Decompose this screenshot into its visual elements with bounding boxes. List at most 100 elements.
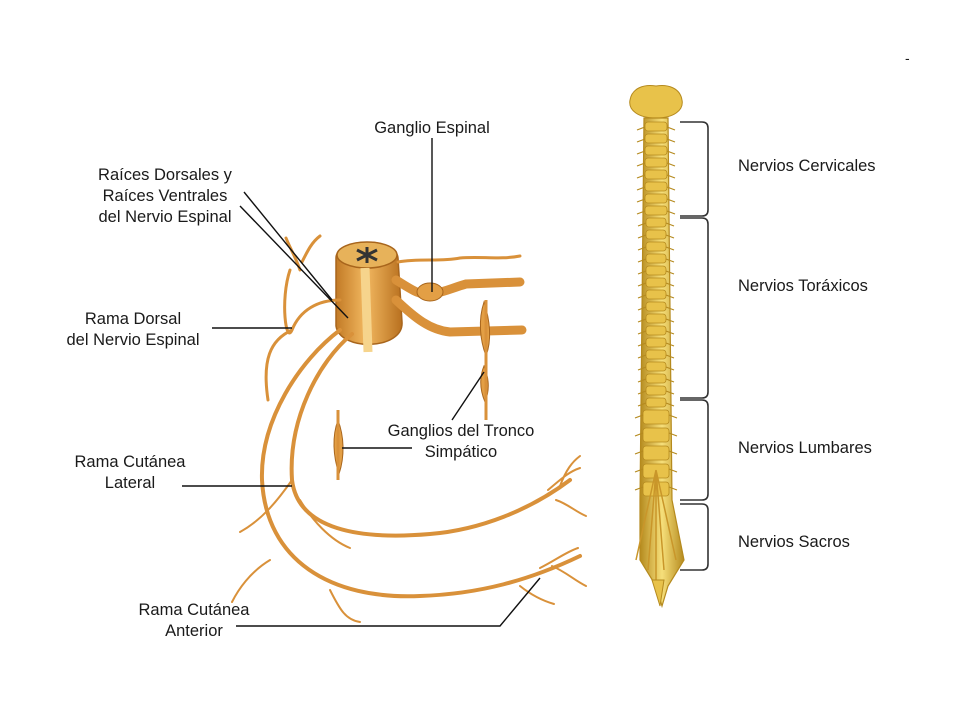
nerve-root-pair: [634, 486, 678, 491]
bracket-sacral: [680, 503, 709, 571]
corner-mark-text: -: [905, 50, 910, 66]
label-raices-line2: Raíces Ventrales: [102, 187, 228, 205]
ventral-ramus-inner: [289, 332, 572, 538]
bracket-lumbar: [680, 399, 709, 501]
leader-rama-cutanea-anterior: [236, 577, 541, 627]
nerve-root-pair: [637, 246, 675, 251]
vertebra: [645, 337, 667, 348]
nerve-root-pair: [637, 378, 675, 383]
nerve-root-pair: [636, 186, 676, 191]
vertebra: [644, 121, 668, 132]
vertebra: [644, 157, 668, 168]
vertebra: [645, 301, 667, 312]
nerve-root-pair: [637, 258, 675, 263]
skull-base: [629, 85, 683, 119]
label-nervios-lumbares: Nervios Lumbares: [738, 438, 872, 459]
label-rama-dorsal-line2: del Nervio Espinal: [66, 331, 200, 349]
vertebra: [642, 409, 670, 425]
spinal-ganglion: [416, 282, 444, 302]
nerve-root-pair: [637, 402, 675, 407]
vertebra: [645, 361, 667, 372]
vertebra: [644, 193, 668, 204]
label-ganglio-espinal-text: Ganglio Espinal: [374, 119, 490, 137]
label-rama-dorsal: Rama Dorsal del Nervio Espinal: [48, 309, 218, 351]
nerve-root-pair: [637, 294, 675, 299]
vertebra: [644, 145, 668, 156]
vertebra: [645, 289, 667, 300]
bracket-thoracic: [680, 217, 709, 399]
label-rama-cutanea-lateral-line2: Lateral: [104, 474, 156, 492]
vertebra: [645, 373, 667, 384]
nerve-root-pair: [637, 318, 675, 323]
label-rama-dorsal-line1: Rama Dorsal: [84, 310, 182, 328]
vertebra: [645, 313, 667, 324]
spinal-nerve-illustration: [231, 234, 587, 623]
nerve-root-pair: [636, 210, 676, 215]
nerve-root-pair: [637, 354, 675, 359]
vertebra: [645, 253, 667, 264]
corner-mark: -: [905, 48, 910, 69]
label-raices: Raíces Dorsales y Raíces Ventrales del N…: [72, 165, 258, 228]
label-nervios-sacros: Nervios Sacros: [738, 532, 850, 553]
nerve-root-pair: [634, 450, 678, 455]
bracket-cervical: [680, 121, 709, 217]
coccyx: [651, 579, 665, 607]
lateral-cutaneous-branch: [231, 479, 361, 623]
nerve-root-pair: [634, 468, 678, 473]
leader-raices-2: [239, 205, 349, 319]
nerve-root-pair: [636, 198, 676, 203]
vertebra: [645, 349, 667, 360]
label-rama-cutanea-anterior-line2: Anterior: [165, 622, 223, 640]
leader-lines: [182, 138, 541, 627]
vertebra: [645, 217, 667, 228]
vertebra: [645, 397, 667, 408]
cauda-equina: [635, 469, 677, 580]
nerve-root-pair: [637, 366, 675, 371]
vertebra: [642, 427, 670, 443]
vertebrae: [634, 121, 678, 497]
label-nervios-toraxicos-text: Nervios Toráxicos: [738, 277, 868, 295]
vertebra: [644, 205, 668, 216]
nerve-root-pair: [637, 222, 675, 227]
label-rama-cutanea-anterior: Rama Cutánea Anterior: [134, 600, 254, 642]
label-nervios-cervicales: Nervios Cervicales: [738, 156, 876, 177]
leader-raices-1: [243, 191, 333, 301]
label-raices-line3: del Nervio Espinal: [98, 208, 232, 226]
nerve-root-pair: [637, 270, 675, 275]
spinal-column-illustration: [629, 85, 685, 609]
nerve-root-pair: [637, 330, 675, 335]
vertebra: [642, 445, 670, 461]
label-nervios-lumbares-text: Nervios Lumbares: [738, 439, 872, 457]
nerve-root-pair: [637, 282, 675, 287]
gray-matter-icon: [356, 247, 378, 263]
label-rama-cutanea-lateral: Rama Cutánea Lateral: [70, 452, 190, 494]
vertebra: [645, 385, 667, 396]
region-brackets: [680, 121, 709, 571]
nerve-root-pair: [637, 306, 675, 311]
vertebra: [645, 229, 667, 240]
nerve-root-pair: [637, 234, 675, 239]
anterior-cutaneous-branches: [519, 455, 587, 605]
vertebra: [644, 169, 668, 180]
label-raices-line1: Raíces Dorsales y: [98, 166, 232, 184]
nerve-root-pair: [636, 162, 676, 167]
vertebra: [645, 265, 667, 276]
label-ganglios-tronco-line1: Ganglios del Tronco: [387, 422, 535, 440]
vertebra: [645, 277, 667, 288]
ventral-ramus-outer: [259, 328, 582, 599]
nerve-root-pair: [637, 390, 675, 395]
vertebra: [644, 181, 668, 192]
label-ganglios-tronco-line2: Simpático: [424, 443, 498, 461]
label-nervios-sacros-text: Nervios Sacros: [738, 533, 850, 551]
sympathetic-trunk: [336, 300, 488, 480]
nerve-root-pair: [636, 174, 676, 179]
label-ganglio-espinal: Ganglio Espinal: [352, 118, 512, 139]
nerve-root-pair: [634, 414, 678, 419]
label-nervios-toraxicos: Nervios Toráxicos: [738, 276, 868, 297]
vertebra: [645, 325, 667, 336]
vertebra: [644, 133, 668, 144]
nerve-root-pair: [636, 150, 676, 155]
spinal-roots: [391, 275, 527, 337]
